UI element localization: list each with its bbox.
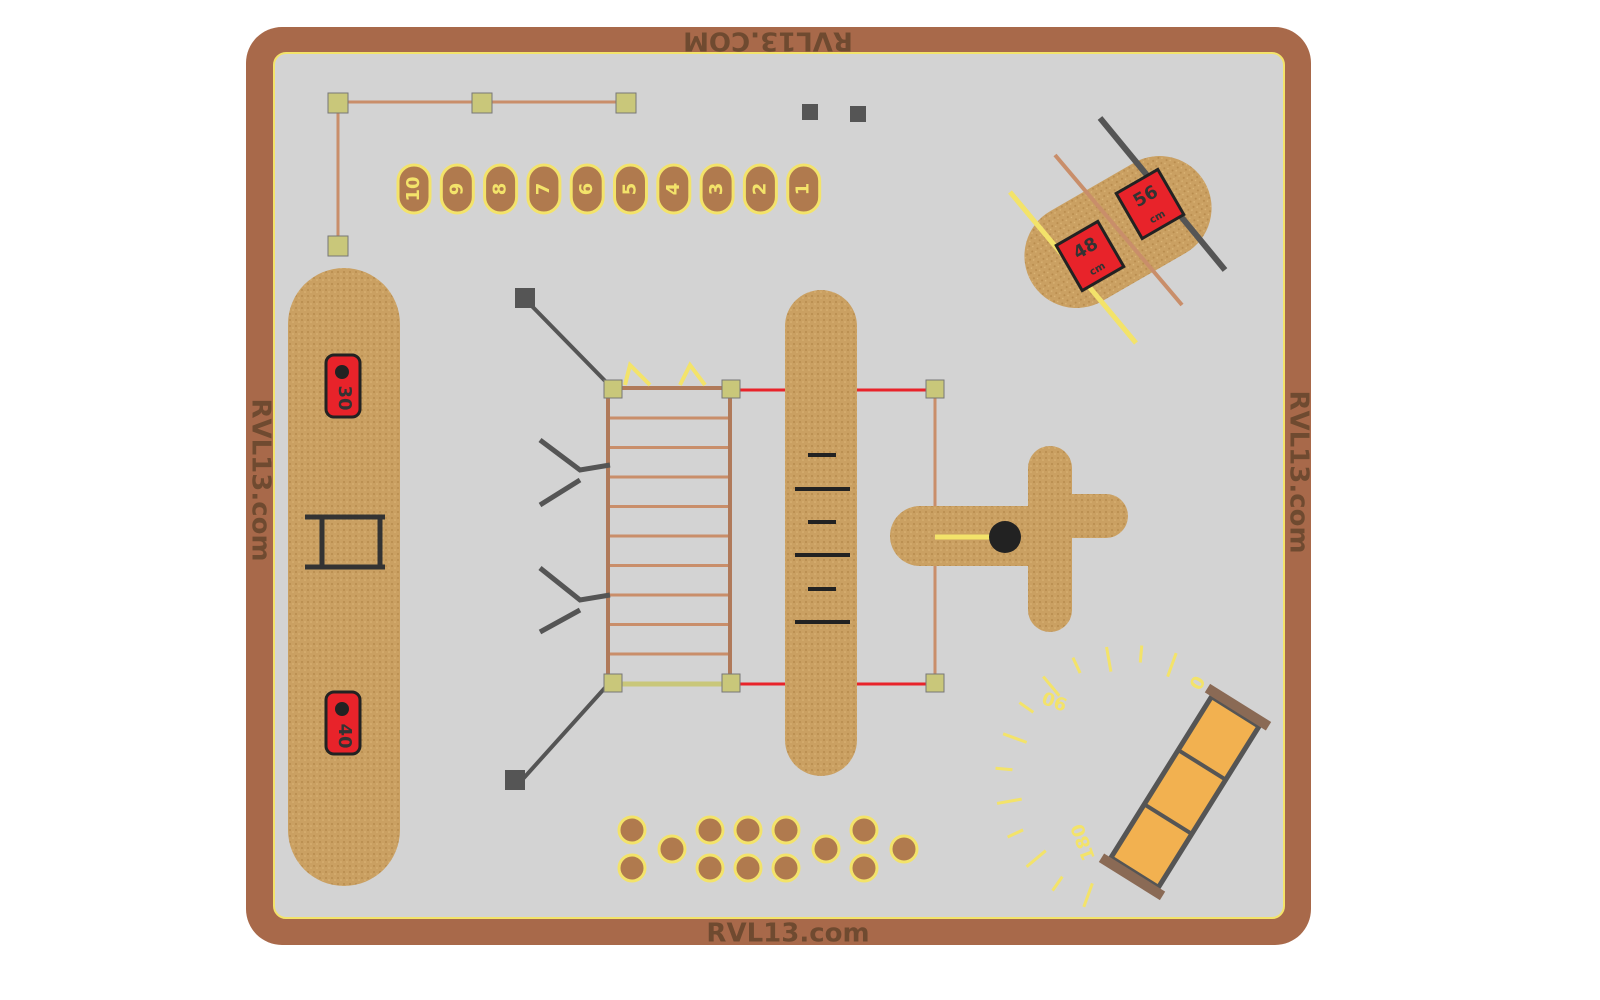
- rail-posts: [327, 92, 637, 257]
- svg-text:2: 2: [749, 183, 770, 196]
- stepping-circle: [771, 853, 801, 883]
- dial-tick: [1082, 882, 1094, 908]
- jump-plate-40: 40: [324, 690, 362, 756]
- jump-plate-30: 30: [324, 353, 362, 419]
- svg-text:7: 7: [533, 183, 554, 196]
- stepping-circle: [849, 853, 879, 883]
- monkey-bars: [505, 288, 732, 790]
- dial-tick: [1105, 646, 1113, 672]
- dial-tick: [995, 766, 1013, 772]
- jump-number-9: 9: [439, 163, 475, 215]
- brand-right: RVL13.com: [1284, 390, 1314, 553]
- dial-tick: [996, 797, 1022, 805]
- stepping-circle: [657, 834, 687, 864]
- angle-dial: [995, 645, 1178, 908]
- svg-text:3: 3: [706, 183, 727, 196]
- jump-number-6: 6: [569, 163, 605, 215]
- jump-number-1: 1: [786, 163, 822, 215]
- stepping-circle: [771, 815, 801, 845]
- stepping-circle: [695, 853, 725, 883]
- jump-number-5: 5: [613, 163, 648, 215]
- stepping-circle: [733, 853, 763, 883]
- svg-text:1: 1: [793, 183, 814, 196]
- stepping-circle: [617, 853, 647, 883]
- brand-bottom: RVL13.com: [706, 919, 869, 949]
- svg-text:10: 10: [403, 176, 424, 201]
- dial-tick: [1025, 849, 1047, 868]
- brand-top: RVL13.COM: [683, 26, 853, 56]
- svg-text:4: 4: [663, 183, 684, 196]
- dial-tick: [1002, 732, 1028, 744]
- frame-posts: [603, 379, 945, 693]
- dip-bar-frame: [305, 514, 385, 570]
- svg-text:5: 5: [620, 183, 641, 196]
- bench: [1098, 683, 1272, 901]
- stepping-circle: [889, 834, 919, 864]
- jump-number-2: 2: [742, 163, 778, 215]
- jump-number-4: 4: [656, 163, 692, 215]
- svg-text:6: 6: [576, 183, 597, 196]
- brand-left: RVL13.com: [246, 398, 276, 561]
- post-base: [850, 106, 866, 122]
- svg-text:8: 8: [490, 183, 511, 196]
- step-lines: [795, 453, 850, 624]
- rubber-pad-left: [288, 268, 400, 886]
- dial-tick: [1042, 675, 1061, 697]
- stepping-circle: [695, 815, 725, 845]
- stepping-circle: [811, 834, 841, 864]
- dial-tick: [1138, 645, 1144, 663]
- dial-tick: [1166, 652, 1178, 678]
- post-base: [802, 104, 818, 120]
- step-plate-48: 48 cm: [1054, 219, 1126, 293]
- rubber-pad-center: [785, 290, 857, 776]
- jump-number-3: 3: [699, 163, 735, 215]
- bar-copper: [1053, 153, 1184, 307]
- stepping-circle: [849, 815, 879, 845]
- dial-tick: [1071, 657, 1082, 674]
- stepping-circles: [617, 815, 919, 883]
- jump-number-8: 8: [483, 163, 519, 215]
- stepping-circle: [733, 815, 763, 845]
- dial-tick: [1007, 828, 1024, 839]
- step-plate-56: 56 cm: [1114, 167, 1186, 241]
- dial-tick: [1018, 701, 1035, 714]
- jump-number-10: 10: [396, 163, 432, 215]
- svg-text:30: 30: [334, 385, 355, 410]
- jump-number-track: 10 9 8 7 6 5 4 3 2 1: [396, 163, 822, 215]
- svg-text:9: 9: [446, 183, 467, 196]
- dial-tick: [1051, 875, 1064, 892]
- jump-number-7: 7: [526, 163, 562, 215]
- stepping-circle: [617, 815, 647, 845]
- rotation-disc: [989, 521, 1021, 553]
- svg-text:40: 40: [334, 723, 355, 748]
